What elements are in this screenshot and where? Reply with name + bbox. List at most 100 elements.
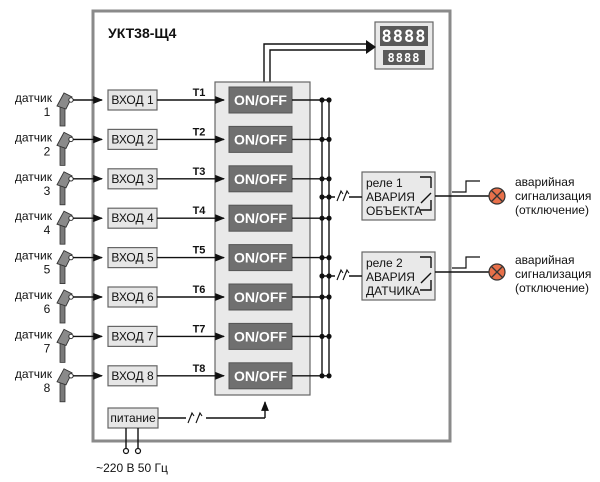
input-label: ВХОД 6 bbox=[111, 290, 154, 304]
sensor-label: датчик bbox=[15, 91, 53, 105]
alarm-output-2: аварийная сигнализация (отключение) bbox=[435, 253, 591, 295]
input-label: ВХОД 4 bbox=[111, 211, 154, 225]
channel-label: T3 bbox=[193, 166, 206, 178]
relay-2: реле 2 АВАРИЯ ДАТЧИКА bbox=[361, 251, 436, 301]
temperature-sensor-icon bbox=[56, 92, 74, 127]
relay-1-function: АВАРИЯ bbox=[366, 190, 415, 204]
display-bottom-value: 8888 bbox=[388, 51, 421, 65]
input-label: ВХОД 8 bbox=[111, 369, 154, 383]
onoff-label: ON/OFF bbox=[234, 171, 287, 187]
onoff-label: ON/OFF bbox=[234, 131, 287, 147]
temperature-sensor-icon bbox=[56, 171, 74, 206]
sensor-label: датчик bbox=[15, 209, 53, 223]
sensor-label: датчик bbox=[15, 367, 53, 381]
isolation-arrows-icon bbox=[335, 188, 350, 204]
device-title: УКТ38-Щ4 bbox=[108, 25, 177, 41]
digital-display: 8888 8888 bbox=[374, 21, 434, 70]
channel-label: T5 bbox=[193, 245, 206, 257]
input-label: ВХОД 5 bbox=[111, 251, 154, 265]
onoff-label: ON/OFF bbox=[234, 250, 287, 266]
relay-2-contact-icon bbox=[420, 256, 432, 291]
input-label: ВХОД 7 bbox=[111, 329, 154, 343]
sensor-number: 1 bbox=[44, 105, 51, 119]
temperature-sensor-icon bbox=[56, 210, 74, 245]
sensor-label: датчик bbox=[15, 170, 53, 184]
channel-label: T2 bbox=[193, 126, 206, 138]
isolation-arrows-icon bbox=[186, 409, 206, 427]
relay-1: реле 1 АВАРИЯ ОБЪЕКТА bbox=[361, 171, 436, 221]
channel-label: T1 bbox=[193, 87, 206, 99]
sensor-number: 6 bbox=[44, 302, 51, 316]
sensor-number: 7 bbox=[44, 341, 51, 355]
alarm-output-1: аварийная сигнализация (отключение) bbox=[435, 175, 591, 217]
channel-label: T4 bbox=[193, 205, 207, 217]
alarm-1-line3: (отключение) bbox=[515, 203, 589, 217]
sensor-number: 8 bbox=[44, 381, 51, 395]
sensor-label: датчик bbox=[15, 249, 53, 263]
sensor-label: датчик bbox=[15, 288, 53, 302]
alarm-2-line1: аварийная bbox=[515, 253, 574, 267]
input-label: ВХОД 1 bbox=[111, 93, 154, 107]
onoff-label: ON/OFF bbox=[234, 210, 287, 226]
sensor-number: 3 bbox=[44, 184, 51, 198]
onoff-label: ON/OFF bbox=[234, 328, 287, 344]
onoff-controller bbox=[228, 165, 293, 193]
onoff-controller bbox=[228, 204, 293, 232]
power-supply-label: ~220 В 50 Гц bbox=[96, 461, 168, 475]
display-top-value: 8888 bbox=[382, 27, 427, 47]
relay-1-contact-icon bbox=[420, 176, 432, 211]
temperature-sensor-icon bbox=[56, 250, 74, 285]
alarm-1-line1: аварийная bbox=[515, 175, 574, 189]
sensor-label: датчик bbox=[15, 130, 53, 144]
sensor-number: 4 bbox=[44, 223, 51, 237]
sensor-number: 2 bbox=[44, 144, 51, 158]
relay-1-link bbox=[319, 188, 362, 204]
onoff-controller bbox=[228, 322, 293, 350]
relay-1-label: реле 1 bbox=[366, 176, 403, 190]
relay-2-function: АВАРИЯ bbox=[366, 270, 415, 284]
onoff-controller bbox=[228, 244, 293, 272]
temperature-sensor-icon bbox=[56, 131, 74, 166]
onoff-label: ON/OFF bbox=[234, 368, 287, 384]
onoff-controller bbox=[228, 86, 293, 114]
relay-2-target: ДАТЧИКА bbox=[366, 284, 420, 298]
relay-2-label: реле 2 bbox=[366, 256, 403, 270]
alarm-2-line3: (отключение) bbox=[515, 281, 589, 295]
alarm-2-line2: сигнализация bbox=[515, 267, 591, 281]
onoff-label: ON/OFF bbox=[234, 92, 287, 108]
channel-label: T7 bbox=[193, 323, 206, 335]
power-block: питание ~220 В 50 Гц bbox=[96, 401, 269, 475]
output-bus bbox=[321, 100, 330, 376]
temperature-sensor-icon bbox=[56, 368, 74, 403]
alarm-1-line2: сигнализация bbox=[515, 189, 591, 203]
relay-2-link bbox=[319, 267, 362, 283]
step-signal-icon bbox=[452, 180, 480, 193]
temperature-sensor-icon bbox=[56, 289, 74, 324]
onoff-label: ON/OFF bbox=[234, 289, 287, 305]
display-connection-arrow bbox=[263, 40, 376, 82]
power-label: питание bbox=[110, 411, 156, 425]
power-terminal-icon bbox=[122, 447, 130, 455]
channel-label: T8 bbox=[193, 363, 206, 375]
channel-label: T6 bbox=[193, 284, 206, 296]
isolation-arrows-icon bbox=[335, 267, 350, 283]
relay-1-target: ОБЪЕКТА bbox=[366, 204, 422, 218]
input-label: ВХОД 3 bbox=[111, 172, 154, 186]
power-terminal-icon bbox=[134, 447, 142, 455]
onoff-controller bbox=[228, 125, 293, 153]
input-label: ВХОД 2 bbox=[111, 132, 154, 146]
temperature-sensor-icon bbox=[56, 328, 74, 363]
onoff-controller bbox=[228, 362, 293, 390]
sensor-number: 5 bbox=[44, 263, 51, 277]
step-signal-icon bbox=[452, 256, 480, 269]
sensor-label: датчик bbox=[15, 327, 53, 341]
